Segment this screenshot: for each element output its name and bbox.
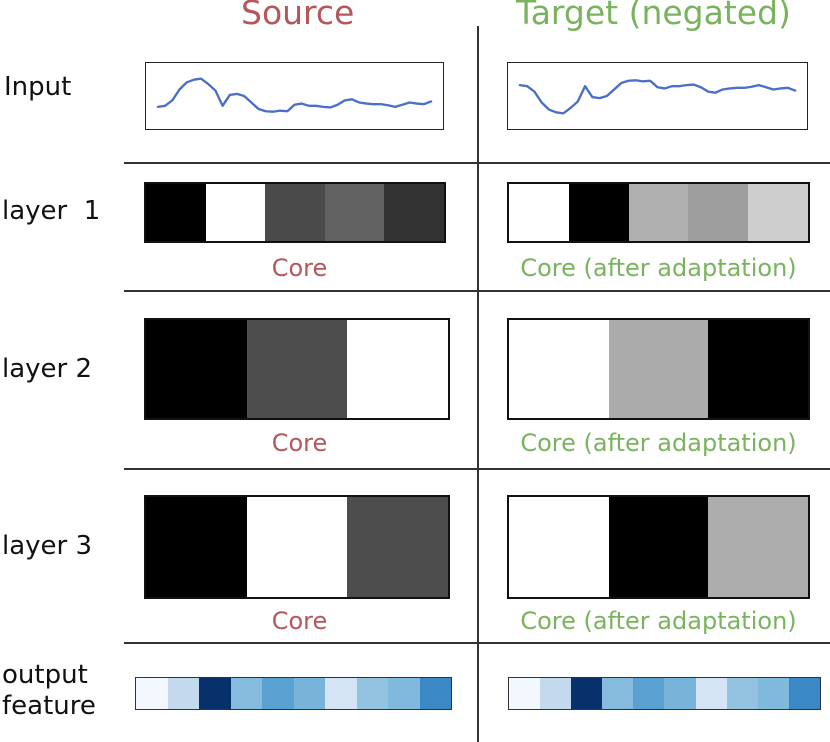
layer2-source-cell-3 bbox=[347, 320, 449, 418]
layer1-source-core bbox=[144, 182, 446, 243]
row-label-layer1: layer 1 bbox=[2, 196, 101, 226]
target-input-plot bbox=[507, 62, 808, 130]
source-output-feature bbox=[135, 677, 452, 710]
layer3-target-cell-1 bbox=[509, 497, 609, 597]
output-target-cell-7 bbox=[695, 678, 727, 709]
output-source-cell-10 bbox=[419, 678, 451, 709]
output-target-cell-4 bbox=[602, 678, 634, 709]
target-input-line bbox=[518, 79, 797, 115]
output-source-cell-6 bbox=[293, 678, 325, 709]
layer1-target-cell-3 bbox=[628, 184, 689, 241]
source-input-line bbox=[156, 77, 433, 113]
output-source-cell-5 bbox=[262, 678, 294, 709]
column-divider bbox=[477, 26, 479, 742]
row-divider-1 bbox=[124, 162, 830, 164]
layer1-source-caption: Core bbox=[271, 254, 328, 282]
output-target-cell-9 bbox=[757, 678, 789, 709]
output-target-cell-8 bbox=[726, 678, 758, 709]
layer2-source-caption: Core bbox=[271, 429, 328, 457]
output-source-cell-3 bbox=[199, 678, 231, 709]
layer2-target-cell-3 bbox=[708, 320, 809, 418]
output-source-cell-1 bbox=[136, 678, 168, 709]
layer3-source-cell-3 bbox=[347, 497, 449, 597]
layer2-target-caption: Core (after adaptation) bbox=[520, 429, 797, 457]
layer3-source-core bbox=[144, 495, 450, 599]
layer2-target-cell-1 bbox=[509, 320, 609, 418]
layer1-source-cell-3 bbox=[265, 184, 325, 241]
layer1-target-cell-5 bbox=[748, 184, 808, 241]
source-input-plot bbox=[145, 62, 444, 130]
output-target-cell-3 bbox=[571, 678, 603, 709]
layer1-target-cell-1 bbox=[509, 184, 569, 241]
row-label-layer3: layer 3 bbox=[2, 531, 93, 561]
layer3-source-cell-1 bbox=[146, 497, 247, 597]
layer1-target-cell-4 bbox=[688, 184, 749, 241]
row-divider-3 bbox=[124, 468, 830, 470]
target-column-title: Target (negated) bbox=[516, 0, 791, 32]
output-source-cell-8 bbox=[356, 678, 388, 709]
layer1-source-cell-1 bbox=[146, 184, 206, 241]
output-target-cell-2 bbox=[540, 678, 572, 709]
layer1-source-cell-2 bbox=[205, 184, 266, 241]
output-target-cell-5 bbox=[633, 678, 665, 709]
layer2-target-core bbox=[507, 318, 810, 420]
source-column-title: Source bbox=[241, 0, 355, 32]
output-source-cell-7 bbox=[325, 678, 357, 709]
output-target-cell-6 bbox=[664, 678, 696, 709]
layer2-source-cell-1 bbox=[146, 320, 247, 418]
layer2-source-core bbox=[144, 318, 450, 420]
layer1-source-cell-5 bbox=[384, 184, 444, 241]
layer3-source-caption: Core bbox=[271, 607, 328, 635]
target-output-feature bbox=[508, 677, 821, 710]
layer1-target-core bbox=[507, 182, 810, 243]
layer3-target-core bbox=[507, 495, 810, 599]
layer1-target-cell-2 bbox=[568, 184, 629, 241]
row-divider-2 bbox=[124, 290, 830, 292]
row-divider-4 bbox=[124, 642, 830, 644]
layer2-target-cell-2 bbox=[608, 320, 709, 418]
layer1-source-cell-4 bbox=[324, 184, 385, 241]
output-source-cell-9 bbox=[388, 678, 420, 709]
row-label-output-feature: output feature bbox=[2, 660, 96, 722]
row-label-input: Input bbox=[4, 72, 72, 102]
layer3-target-caption: Core (after adaptation) bbox=[520, 607, 797, 635]
layer1-target-caption: Core (after adaptation) bbox=[520, 254, 797, 282]
output-target-cell-1 bbox=[509, 678, 541, 709]
layer3-target-cell-2 bbox=[608, 497, 709, 597]
output-source-cell-2 bbox=[167, 678, 199, 709]
output-target-cell-10 bbox=[788, 678, 820, 709]
layer2-source-cell-2 bbox=[246, 320, 348, 418]
output-source-cell-4 bbox=[230, 678, 262, 709]
layer3-source-cell-2 bbox=[246, 497, 348, 597]
row-label-layer2: layer 2 bbox=[2, 354, 93, 384]
layer3-target-cell-3 bbox=[708, 497, 809, 597]
